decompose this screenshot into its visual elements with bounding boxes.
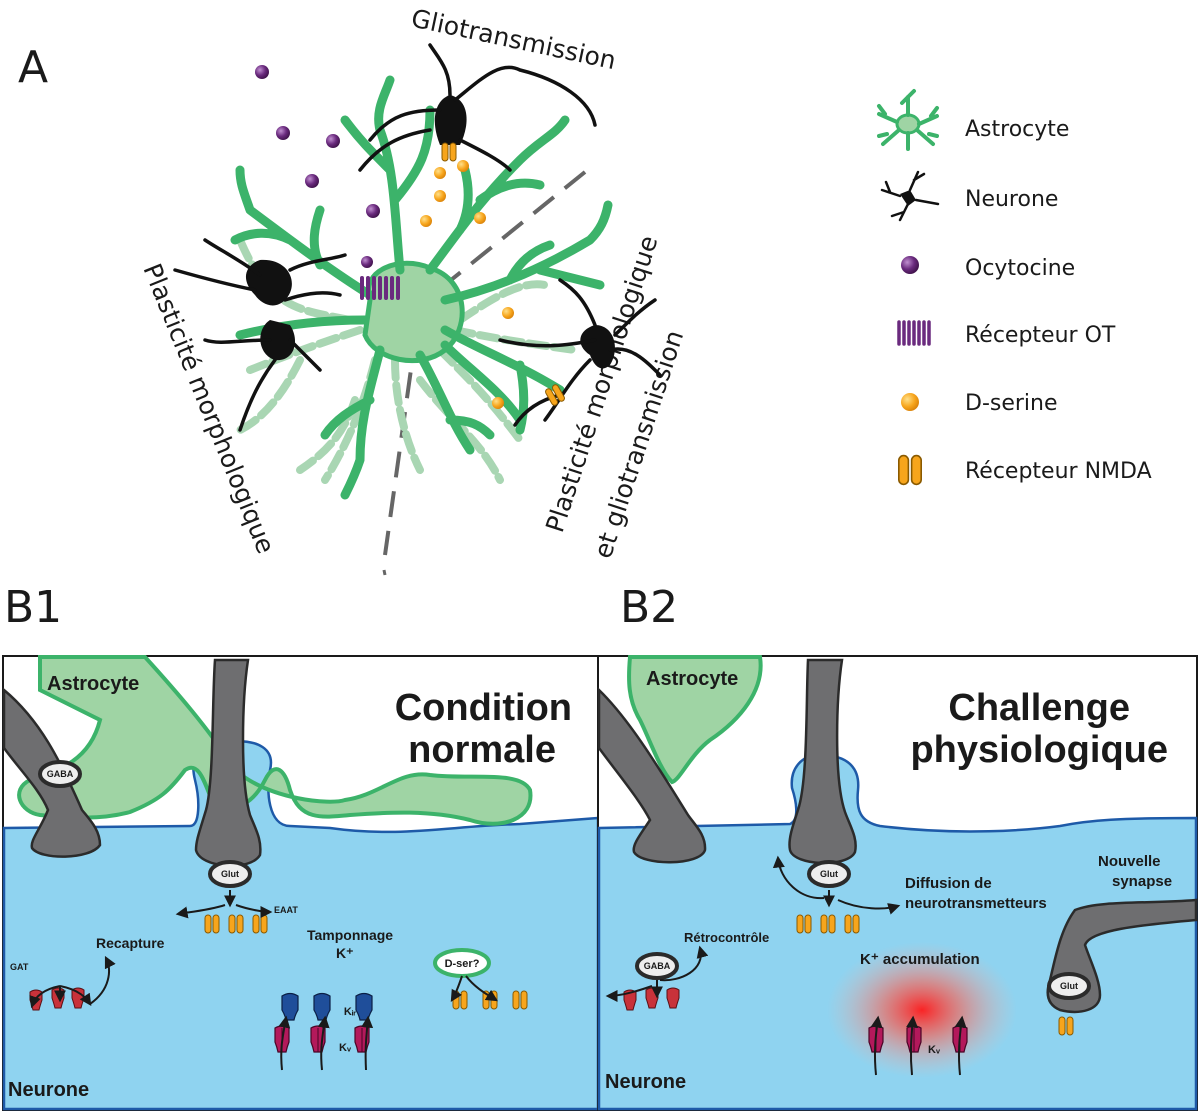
b1-gat-label: GAT bbox=[10, 962, 29, 972]
legend-astrocyte: Astrocyte bbox=[965, 117, 1069, 142]
b2-glut-vesicle-1 bbox=[807, 860, 851, 888]
legend-oxytocin: Ocytocine bbox=[965, 256, 1075, 281]
legend: Astrocyte Neurone Ocytocine Récepteur OT… bbox=[877, 89, 1152, 486]
b2-k-accum-label: K⁺ accumulation bbox=[860, 951, 980, 968]
neuron-icon bbox=[880, 170, 940, 222]
b2-nouvelle-2: synapse bbox=[1112, 873, 1172, 890]
b2-retro-label: Rétrocontrôle bbox=[684, 930, 769, 945]
b2-nouvelle-1: Nouvelle bbox=[1098, 853, 1161, 870]
astrocyte-icon bbox=[877, 89, 939, 151]
b2-glut-label-1: Glut bbox=[820, 869, 838, 879]
b2-diffusion-2: neurotransmetteurs bbox=[905, 895, 1047, 912]
b1-gaba-label: GABA bbox=[47, 769, 74, 779]
oxytocin-icon bbox=[901, 256, 919, 274]
d-serine-icon bbox=[901, 393, 919, 411]
b1-glut-label: Glut bbox=[221, 869, 239, 879]
b2-title-2: physiologique bbox=[910, 729, 1168, 771]
b2-neuron-body bbox=[597, 753, 1198, 1111]
b1-neurone-label: Neurone bbox=[8, 1079, 89, 1101]
panel-b2: GABA Glut Glut Astrocyte Challenge physi… bbox=[597, 655, 1198, 1111]
b2-diffusion-1: Diffusion de bbox=[905, 875, 992, 892]
panel-b1: GABA Glut EAAT GAT Astrocyte Condition n… bbox=[2, 655, 600, 1111]
b1-k-buffer-label: K⁺ bbox=[336, 945, 354, 961]
divider-dot bbox=[382, 569, 387, 576]
b1-title-2: normale bbox=[408, 729, 556, 771]
panel-a-letter: A bbox=[18, 42, 48, 93]
neuron-right bbox=[498, 278, 662, 427]
b2-gaba-vesicle bbox=[635, 952, 679, 980]
neuron-top bbox=[358, 43, 597, 172]
central-astrocyte bbox=[230, 75, 613, 500]
d-serine-molecules bbox=[420, 160, 514, 409]
plasticity-left-label: Plasticité morphologique bbox=[137, 259, 280, 557]
legend-ot-receptor: Récepteur OT bbox=[965, 323, 1116, 348]
b2-kv-label: Kᵥ bbox=[928, 1044, 941, 1056]
b2-title-1: Challenge bbox=[948, 687, 1130, 729]
b1-title-1: Condition bbox=[395, 687, 572, 729]
b2-glut-label-2: Glut bbox=[1060, 981, 1078, 991]
b1-recapture-label: Recapture bbox=[96, 935, 165, 951]
b2-gaba-terminal bbox=[597, 687, 707, 864]
b1-eaat-label: EAAT bbox=[274, 905, 298, 915]
b1-astrocyte-label: Astrocyte bbox=[47, 673, 139, 695]
b2-astrocyte bbox=[627, 655, 763, 785]
panel-b2-letter: B2 bbox=[620, 582, 678, 633]
ot-receptor-icon bbox=[897, 320, 931, 346]
b1-tamponnage-label: Tamponnage bbox=[307, 927, 393, 943]
nmda-receptor-icon bbox=[897, 454, 923, 486]
b1-astrocyte bbox=[17, 655, 533, 826]
gliotransmission-label: Gliotransmission bbox=[409, 4, 619, 76]
b1-gaba-vesicle bbox=[38, 760, 82, 788]
b1-dser-label: D-ser? bbox=[445, 958, 480, 970]
ot-receptor-cluster bbox=[360, 256, 400, 300]
b1-glut-vesicle bbox=[208, 860, 252, 888]
legend-d-serine: D-serine bbox=[965, 391, 1058, 416]
panel-b1-letter: B1 bbox=[4, 582, 62, 633]
neuron-left bbox=[173, 238, 347, 432]
b1-kv-label: Kᵥ bbox=[339, 1042, 352, 1054]
b2-gaba-label: GABA bbox=[644, 961, 671, 971]
legend-nmda: Récepteur NMDA bbox=[965, 459, 1152, 484]
oxytocin-molecules bbox=[255, 65, 380, 218]
b2-astrocyte-label: Astrocyte bbox=[646, 668, 738, 690]
b2-neurone-label: Neurone bbox=[605, 1071, 686, 1093]
legend-neuron: Neurone bbox=[965, 187, 1058, 212]
b1-kir-label: Kᵢᵣ bbox=[344, 1006, 356, 1018]
b2-glut-vesicle-2 bbox=[1047, 972, 1091, 1000]
